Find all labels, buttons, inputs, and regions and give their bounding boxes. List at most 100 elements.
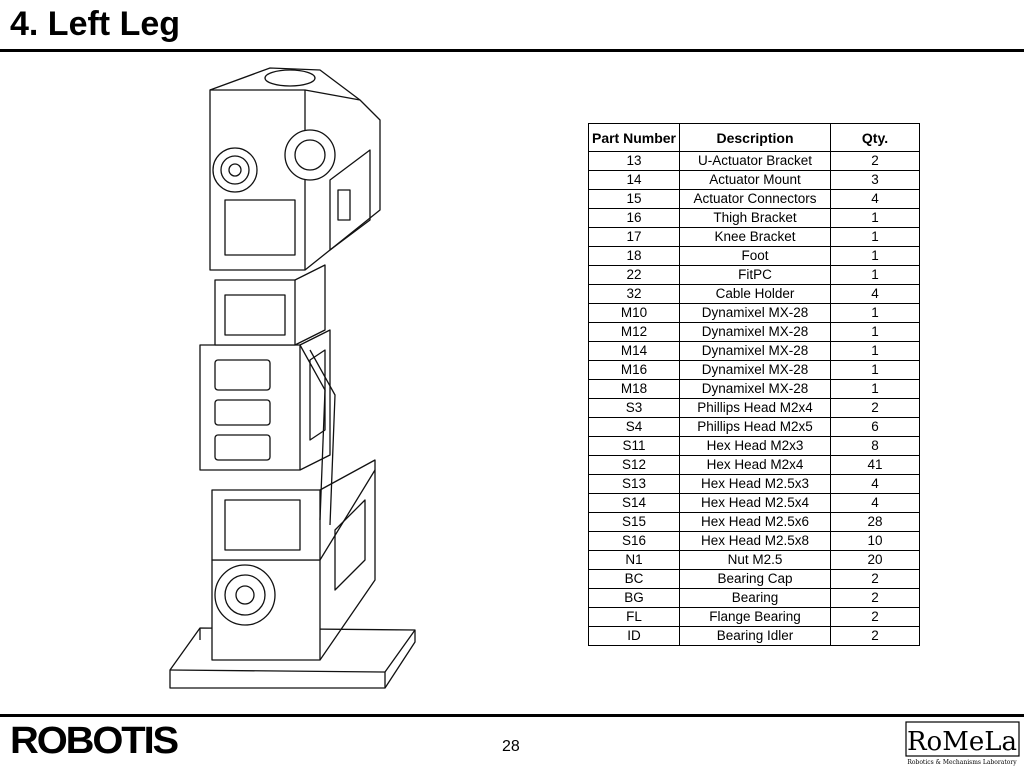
cell-description: Bearing Cap <box>679 569 831 589</box>
cell-description: Dynamixel MX-28 <box>679 341 831 361</box>
cell-qty: 4 <box>830 474 920 494</box>
cell-qty: 1 <box>830 360 920 380</box>
cell-qty: 2 <box>830 151 920 171</box>
cell-part-number: ID <box>588 626 680 646</box>
cell-qty: 4 <box>830 493 920 513</box>
cell-description: Bearing <box>679 588 831 608</box>
cell-description: Flange Bearing <box>679 607 831 627</box>
cell-part-number: S15 <box>588 512 680 532</box>
cell-qty: 1 <box>830 227 920 247</box>
cell-qty: 3 <box>830 170 920 190</box>
cell-description: Hex Head M2.5x3 <box>679 474 831 494</box>
cell-part-number: S16 <box>588 531 680 551</box>
romela-logo: RoMeLa Robotics & Mechanisms Laboratory <box>905 721 1020 766</box>
cell-description: FitPC <box>679 265 831 285</box>
cell-qty: 2 <box>830 569 920 589</box>
cell-description: Dynamixel MX-28 <box>679 379 831 399</box>
cell-qty: 1 <box>830 341 920 361</box>
cell-part-number: S4 <box>588 417 680 437</box>
cell-qty: 8 <box>830 436 920 456</box>
header-description: Description <box>679 123 831 152</box>
cell-description: Actuator Mount <box>679 170 831 190</box>
cell-part-number: N1 <box>588 550 680 570</box>
romela-logo-text: RoMeLa <box>907 727 1017 757</box>
cell-part-number: 15 <box>588 189 680 209</box>
cell-qty: 6 <box>830 417 920 437</box>
left-leg-assembly-drawing <box>169 67 416 689</box>
cell-qty: 1 <box>830 322 920 342</box>
cell-description: Actuator Connectors <box>679 189 831 209</box>
cell-part-number: M14 <box>588 341 680 361</box>
cell-qty: 1 <box>830 303 920 323</box>
cell-part-number: S11 <box>588 436 680 456</box>
title-divider <box>0 49 1024 52</box>
cell-qty: 28 <box>830 512 920 532</box>
cell-description: Phillips Head M2x5 <box>679 417 831 437</box>
parts-table-header: Part Number Description Qty. <box>588 123 920 152</box>
cell-description: U-Actuator Bracket <box>679 151 831 171</box>
cell-part-number: 17 <box>588 227 680 247</box>
header-qty: Qty. <box>830 123 920 152</box>
cell-part-number: BG <box>588 588 680 608</box>
cell-qty: 20 <box>830 550 920 570</box>
cell-description: Hex Head M2.5x8 <box>679 531 831 551</box>
cell-part-number: M16 <box>588 360 680 380</box>
romela-logo-subtitle: Robotics & Mechanisms Laboratory <box>907 759 1017 766</box>
cell-part-number: S3 <box>588 398 680 418</box>
cell-part-number: S14 <box>588 493 680 513</box>
cell-qty: 2 <box>830 607 920 627</box>
footer-divider <box>0 714 1024 717</box>
cell-part-number: 22 <box>588 265 680 285</box>
cell-qty: 2 <box>830 588 920 608</box>
cell-part-number: 18 <box>588 246 680 266</box>
cell-description: Cable Holder <box>679 284 831 304</box>
cell-qty: 2 <box>830 626 920 646</box>
cell-part-number: 16 <box>588 208 680 228</box>
cell-description: Foot <box>679 246 831 266</box>
header-part-number: Part Number <box>588 123 680 152</box>
page-title: 4. Left Leg <box>10 5 181 43</box>
cell-qty: 1 <box>830 379 920 399</box>
cell-description: Knee Bracket <box>679 227 831 247</box>
cell-part-number: 32 <box>588 284 680 304</box>
robotis-logo: ROBOTIS <box>10 720 179 762</box>
cell-qty: 1 <box>830 246 920 266</box>
cell-qty: 1 <box>830 208 920 228</box>
cell-part-number: S12 <box>588 455 680 475</box>
cell-description: Phillips Head M2x4 <box>679 398 831 418</box>
cell-part-number: 14 <box>588 170 680 190</box>
cell-description: Dynamixel MX-28 <box>679 322 831 342</box>
cell-description: Hex Head M2x4 <box>679 455 831 475</box>
cell-part-number: FL <box>588 607 680 627</box>
cell-part-number: M10 <box>588 303 680 323</box>
cell-description: Dynamixel MX-28 <box>679 360 831 380</box>
cell-description: Hex Head M2.5x4 <box>679 493 831 513</box>
cell-part-number: M12 <box>588 322 680 342</box>
cell-part-number: BC <box>588 569 680 589</box>
